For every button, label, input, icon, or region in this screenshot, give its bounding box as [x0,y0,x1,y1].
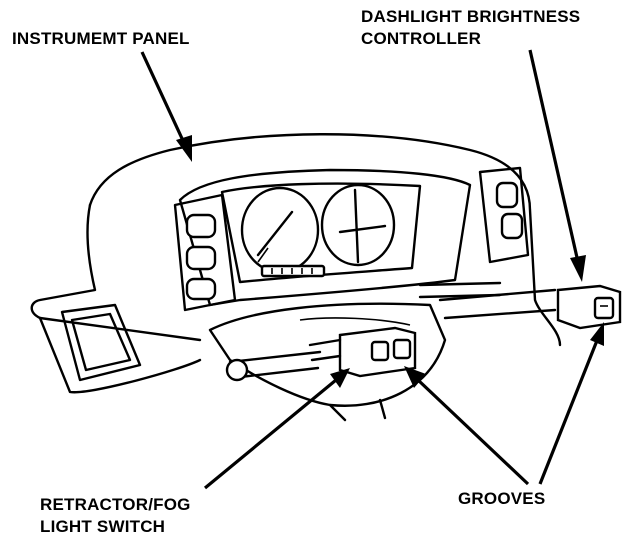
controller-knob [593,296,615,320]
grooves-text: GROOVES [458,489,546,508]
right-switch-2 [500,212,524,240]
tachometer-needle [338,224,387,234]
right-switch-1 [495,181,519,209]
left-switch-1 [185,213,217,239]
dashlight-arrow [528,49,580,263]
instrument-panel-arrowhead [176,135,192,162]
retractor-label-line1: RETRACTOR/FOG [40,495,191,514]
retractor-fog-label: RETRACTOR/FOG LIGHT SWITCH [40,494,191,538]
speedometer-gauge [240,186,320,274]
grooves-arrow-left [416,378,530,486]
fog-switch-button-1 [370,340,390,362]
instrument-panel-label: INSTRUMEMT PANEL [12,28,190,50]
tachometer-divider [353,188,360,264]
left-vent-inner [70,312,132,372]
fog-switch-button-2 [392,338,412,360]
dashboard-outline [88,133,562,347]
instrument-panel-text: INSTRUMEMT PANEL [12,29,190,48]
left-stalk [228,350,322,380]
left-stalk-end [225,358,249,382]
dash-lower-line [38,316,202,342]
tachometer-gauge [320,183,396,267]
instrument-panel-inner [220,182,422,284]
grooves-arrowhead-right [590,322,604,346]
odometer-digits [271,268,313,274]
speedometer-needle-base [257,247,269,263]
retractor-label-line2: LIGHT SWITCH [40,517,166,536]
grooves-arrow-right [538,337,600,485]
dashlight-label-line2: CONTROLLER [361,29,482,48]
right-switch-pod [478,166,530,264]
dashlight-arrowhead [570,255,586,282]
instrument-panel-bezel [178,168,472,307]
grooves-arrowhead-left [404,366,426,388]
wiper-stalk-upper [418,281,502,299]
instrument-panel-arrow [140,51,187,146]
left-vent [60,303,142,382]
grooves-label: GROOVES [458,488,545,510]
column-shroud-line [299,317,411,326]
left-switch-3 [185,277,217,301]
dashlight-controller-label: DASHLIGHT BRIGHTNESS CONTROLLER [361,6,580,50]
dashlight-label-line1: DASHLIGHT BRIGHTNESS [361,7,581,26]
retractor-arrow [203,378,338,490]
dashboard-left-edge [30,203,202,394]
steering-lower [328,398,387,422]
switch-connector [308,338,342,362]
left-switch-2 [185,245,217,271]
retractor-arrowhead [330,368,350,388]
left-switch-pod [173,193,237,312]
speedometer-needle [256,210,294,257]
odometer-display [260,264,326,278]
